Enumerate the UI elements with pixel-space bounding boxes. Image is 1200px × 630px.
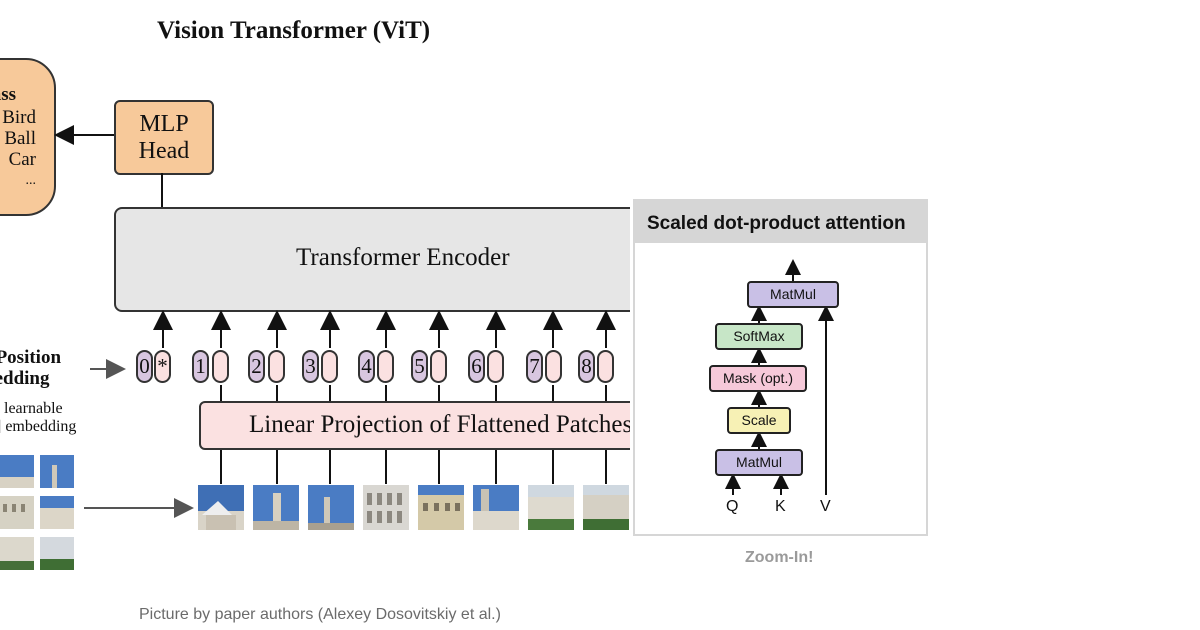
position-token-6: 6 <box>468 350 485 383</box>
class-item-car: Car <box>8 149 36 170</box>
position-embedding-label: + Position bedding <box>0 347 90 389</box>
grid-patch-4 <box>40 496 74 529</box>
learnable-embedding-note: learnable ] embedding <box>0 400 106 436</box>
image-credit-caption: Picture by paper authors (Alexey Dosovit… <box>139 606 501 623</box>
grid-patch-1 <box>0 455 34 488</box>
grid-patch-2 <box>40 455 74 488</box>
linear-projection-box: Linear Projection of Flattened Patches <box>199 401 683 450</box>
patch-token-8 <box>597 350 614 383</box>
position-token-0: 0 <box>136 350 153 383</box>
image-patch-3 <box>308 485 354 530</box>
patch-token-7 <box>545 350 562 383</box>
linear-projection-label: Linear Projection of Flattened Patches <box>249 411 633 438</box>
position-token-5: 5 <box>411 350 428 383</box>
image-patch-5 <box>418 485 464 530</box>
scale-block: Scale <box>727 407 791 434</box>
patch-token-5 <box>430 350 447 383</box>
vit-title: Vision Transformer (ViT) <box>157 17 431 44</box>
patch-token-3 <box>321 350 338 383</box>
image-patch-4 <box>363 485 409 530</box>
grid-patch-3 <box>0 496 34 529</box>
position-token-7: 7 <box>526 350 543 383</box>
image-patch-1 <box>198 485 244 530</box>
attention-connectors <box>725 259 834 495</box>
learnable-note-line-2: ] embedding <box>0 418 77 435</box>
patch-token-1 <box>212 350 229 383</box>
position-token-8: 8 <box>578 350 595 383</box>
matmul-block-bottom: MatMul <box>715 449 803 476</box>
patch-token-6 <box>487 350 504 383</box>
mask-block: Mask (opt.) <box>709 365 807 392</box>
image-patch-7 <box>528 485 574 530</box>
class-token-learnable: * <box>154 350 171 383</box>
patch-token-4 <box>377 350 394 383</box>
class-title: Class <box>0 84 16 105</box>
matmul-block-top: MatMul <box>747 281 839 308</box>
position-token-4: 4 <box>358 350 375 383</box>
softmax-block: SoftMax <box>715 323 803 350</box>
position-token-2: 2 <box>248 350 265 383</box>
mlp-head-line-2: Head <box>138 137 190 164</box>
learnable-note-line-1: learnable <box>4 400 63 417</box>
image-patch-2 <box>253 485 299 530</box>
position-token-3: 3 <box>302 350 319 383</box>
image-patch-8 <box>583 485 629 530</box>
class-item-bird: Bird <box>2 107 36 128</box>
class-item-more: ... <box>25 173 37 188</box>
class-item-ball: Ball <box>4 128 36 149</box>
transformer-encoder-box: Transformer Encoder <box>114 207 678 312</box>
zoom-caption: Zoom-In! <box>745 549 814 566</box>
patch-to-projection-lines <box>220 448 607 484</box>
key-input-label: K <box>775 498 786 515</box>
query-input-label: Q <box>726 498 739 515</box>
zoom-panel-title: Scaled dot-product attention <box>647 213 906 234</box>
transformer-encoder-label: Transformer Encoder <box>296 244 510 271</box>
value-input-label: V <box>820 498 831 515</box>
mlp-head-line-1: MLP <box>139 110 189 137</box>
position-token-1: 1 <box>192 350 209 383</box>
position-embedding-line-1: + Position <box>0 347 62 368</box>
projection-to-token-lines <box>220 385 607 401</box>
zoom-panel-header: Scaled dot-product attention <box>635 201 926 243</box>
mlp-head-box: MLP Head <box>114 100 214 175</box>
vit-connectors <box>54 125 616 518</box>
token-arrows <box>153 310 616 348</box>
image-patch-6 <box>473 485 519 530</box>
class-output-box: Class Bird Ball Car ... <box>0 58 56 216</box>
grid-patch-6 <box>40 537 74 570</box>
patch-token-2 <box>268 350 285 383</box>
zoom-in-panel: Scaled dot-product attention MatMul Soft… <box>633 199 928 536</box>
position-embedding-line-2: bedding <box>0 368 50 389</box>
grid-patch-5 <box>0 537 34 570</box>
